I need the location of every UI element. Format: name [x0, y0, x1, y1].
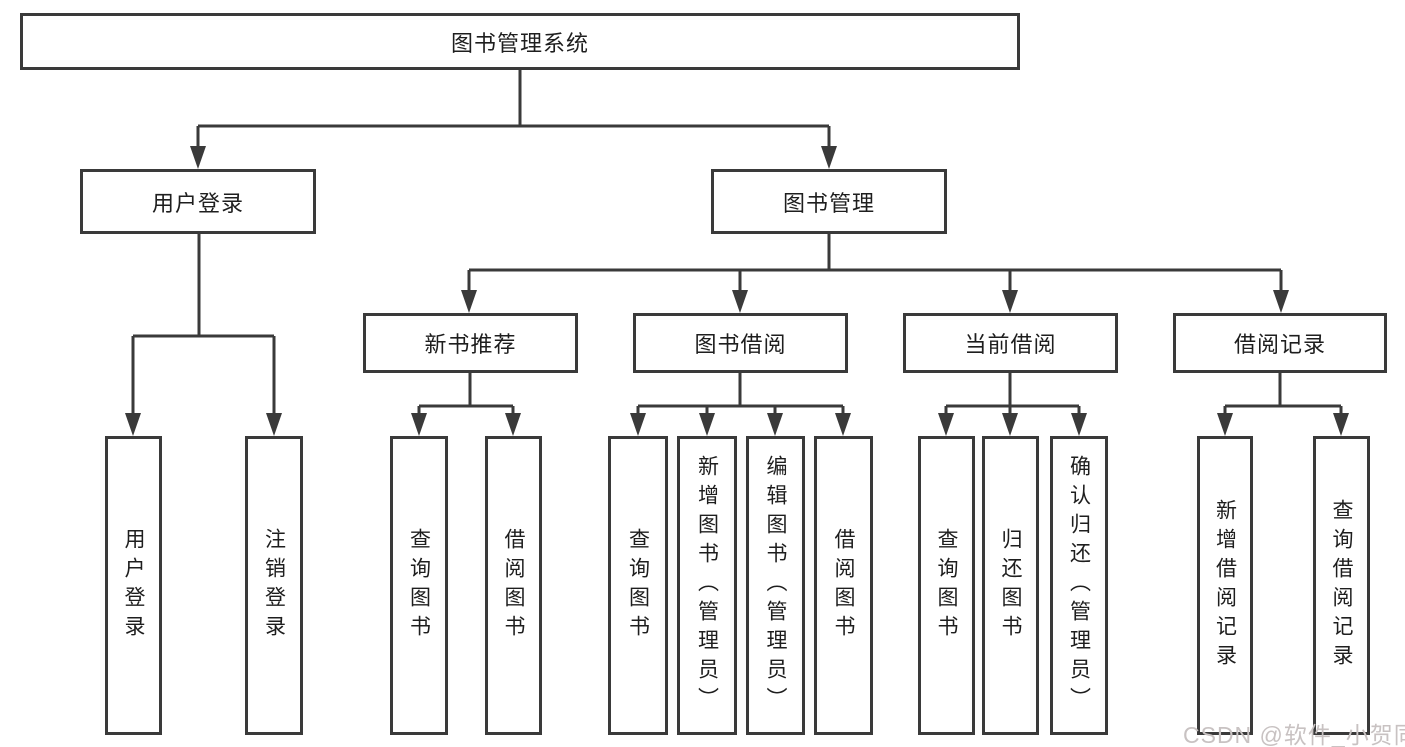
leaf-newbook-borrow: 借阅图书: [485, 436, 542, 735]
arrow-icon: [505, 413, 521, 436]
connector-user-login: [131, 234, 276, 416]
leaf-borrow-edit: 编辑图书（管理员）: [746, 436, 805, 735]
arrow-icon: [821, 146, 837, 169]
arrow-icon: [630, 413, 646, 436]
arrow-icon: [699, 413, 715, 436]
node-borrow-record: 借阅记录: [1173, 313, 1387, 373]
node-current-borrow-label: 当前借阅: [964, 332, 1057, 357]
leaf-borrow-query: 查询图书: [608, 436, 668, 735]
connector-record: [1223, 373, 1343, 416]
leaf-borrow-edit-label: 编辑图书（管理员）: [764, 455, 787, 716]
node-borrow-record-label: 借阅记录: [1233, 332, 1326, 357]
node-user-login: 用户登录: [80, 169, 316, 234]
node-new-book-rec-label: 新书推荐: [424, 332, 517, 357]
leaf-borrow-borrow-label: 借阅图书: [832, 527, 855, 644]
arrow-icon: [1002, 290, 1018, 313]
leaf-record-query: 查询借阅记录: [1313, 436, 1370, 735]
node-book-mgmt: 图书管理: [711, 169, 947, 234]
arrow-icon: [1071, 413, 1087, 436]
node-current-borrow: 当前借阅: [903, 313, 1118, 373]
arrow-icon: [938, 413, 954, 436]
leaf-current-return-label: 归还图书: [999, 527, 1022, 644]
leaf-newbook-borrow-label: 借阅图书: [502, 527, 525, 644]
node-root-label: 图书管理系统: [450, 30, 589, 56]
connector-borrow: [636, 373, 845, 416]
arrow-icon: [732, 290, 748, 313]
csdn-watermark: CSDN @软件_小贺同学: [1183, 722, 1405, 747]
node-book-mgmt-label: 图书管理: [782, 190, 875, 216]
connector-new-book: [417, 373, 515, 416]
leaf-record-add-label: 新增借阅记录: [1213, 498, 1237, 673]
leaf-current-confirm: 确认归还（管理员）: [1050, 436, 1108, 735]
leaf-user-login-label: 用户登录: [122, 527, 145, 644]
connector-root: [196, 70, 831, 150]
connector-book-mgmt: [467, 234, 1283, 296]
node-user-login-label: 用户登录: [151, 190, 244, 216]
arrow-icon: [767, 413, 783, 436]
leaf-logout-label: 注销登录: [262, 527, 286, 644]
arrow-icon: [461, 290, 477, 313]
arrowheads: [125, 146, 1349, 436]
node-book-borrow: 图书借阅: [633, 313, 848, 373]
leaf-current-return: 归还图书: [982, 436, 1039, 735]
arrow-icon: [1002, 413, 1018, 436]
leaf-borrow-add-label: 新增图书（管理员）: [695, 455, 719, 716]
leaf-borrow-query-label: 查询图书: [626, 527, 650, 644]
arrow-icon: [1333, 413, 1349, 436]
node-book-borrow-label: 图书借阅: [694, 332, 787, 357]
node-root: 图书管理系统: [20, 13, 1020, 70]
leaf-newbook-query: 查询图书: [390, 436, 448, 735]
arrow-icon: [835, 413, 851, 436]
leaf-newbook-query-label: 查询图书: [407, 527, 431, 644]
connector-current: [944, 373, 1081, 416]
leaf-user-login: 用户登录: [105, 436, 162, 735]
arrow-icon: [1217, 413, 1233, 436]
arrow-icon: [125, 413, 141, 436]
leaf-current-confirm-label: 确认归还（管理员）: [1067, 455, 1091, 716]
leaf-borrow-add: 新增图书（管理员）: [677, 436, 737, 735]
arrow-icon: [411, 413, 427, 436]
arrow-icon: [266, 413, 282, 436]
leaf-record-add: 新增借阅记录: [1197, 436, 1253, 735]
leaf-current-query: 查询图书: [918, 436, 975, 735]
leaf-record-query-label: 查询借阅记录: [1330, 498, 1353, 673]
leaf-borrow-borrow: 借阅图书: [814, 436, 873, 735]
arrow-icon: [190, 146, 206, 169]
leaf-logout: 注销登录: [245, 436, 303, 735]
leaf-current-query-label: 查询图书: [935, 527, 958, 644]
node-new-book-rec: 新书推荐: [363, 313, 578, 373]
arrow-icon: [1273, 290, 1289, 313]
